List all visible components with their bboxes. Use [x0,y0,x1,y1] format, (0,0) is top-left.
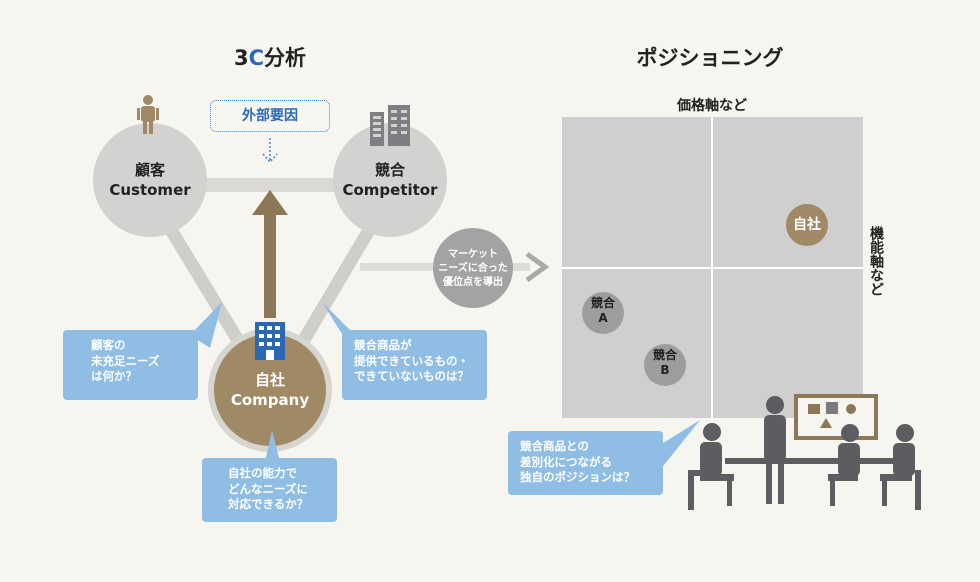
competitor-label-en: Competitor [342,181,438,199]
right-title: ポジショニング [636,46,784,70]
title-analysis: 分析 [264,46,307,70]
whiteboard-icon [794,394,878,440]
customer-label: 顧客 Customer [95,160,205,200]
competitor-b-label: 競合 B [644,348,686,378]
gold-up-arrow [252,190,288,318]
company-building-icon [255,322,285,360]
bubble-positioning: 競合商品との 差別化につながる 独自のポジションは？ [508,431,663,495]
competitor-label-ja: 競合 [374,161,405,179]
competitor-circle [333,123,447,237]
bubble-customer-line: は何か？ [91,369,137,383]
bubble-company: 自社の能力で どんなニーズに 対応できるか？ [202,458,337,522]
bubble-company-line: 対応できるか？ [228,497,309,511]
company-label: 自社 Company [215,370,325,410]
bubble-positioning-line: 差別化につながる [520,454,612,469]
company-label-ja: 自社 [254,371,285,389]
dotted-arrow-icon [262,138,278,164]
self-marker-label: 自社 [793,217,821,233]
bubble-tail-company [265,430,280,462]
arrow-label-line: 優位点を導出 [443,277,503,288]
arrow-label-circle [433,228,513,308]
customer-label-ja: 顧客 [134,161,165,179]
customer-circle [93,123,207,237]
title-c: C [248,46,265,70]
person-icon [137,95,159,134]
bubble-company-line: 自社の能力で [228,466,297,480]
people-meeting-icon [688,396,921,510]
bubble-customer-line: 顧客の [91,338,126,352]
arrow-label-line: マーケット [448,249,498,260]
external-factor-box: 外部要因 [210,100,330,132]
arrow-label: マーケット ニーズに合った 優位点を導出 [433,248,513,290]
positioning-chart [562,117,863,418]
title-3: 3 [233,46,249,70]
building-icon [370,105,410,146]
x-axis-label: 価格軸など [677,98,747,114]
bubble-competitor-line: 競合商品が [354,338,412,352]
competitor-b-marker [644,344,686,386]
bubble-company-line: どんなニーズに [228,481,308,496]
bubble-customer-line: 未充足ニーズ [91,353,160,368]
arrow-label-line: ニーズに合った [438,263,508,274]
competitor-a-label-letter: A [598,311,608,325]
y-axis-label: 機能軸など [868,226,884,296]
bubble-customer: 顧客の 未充足ニーズ は何か？ [63,330,198,400]
bubble-positioning-line: 独自のポジションは？ [520,470,635,484]
bubble-competitor: 競合商品が 提供できているもの・ できていないものは？ [342,330,487,400]
competitor-b-label-ja: 競合 [652,348,677,362]
self-marker [786,204,828,246]
bubble-positioning-line: 競合商品との [520,439,589,453]
competitor-a-label-ja: 競合 [590,296,615,310]
bubble-tail-customer [190,302,222,348]
bubble-tail-positioning [660,420,700,470]
company-label-en: Company [230,391,310,409]
competitor-a-marker [582,292,624,334]
customer-label-en: Customer [109,181,191,199]
competitor-b-label-letter: B [660,363,670,377]
competitor-a-label: 競合 A [582,296,624,326]
left-title: 3C分析 [220,42,320,72]
competitor-label: 競合 Competitor [335,160,445,200]
bubble-competitor-line: 提供できているもの・ [354,353,469,368]
bubble-competitor-line: できていないものは？ [354,369,469,383]
